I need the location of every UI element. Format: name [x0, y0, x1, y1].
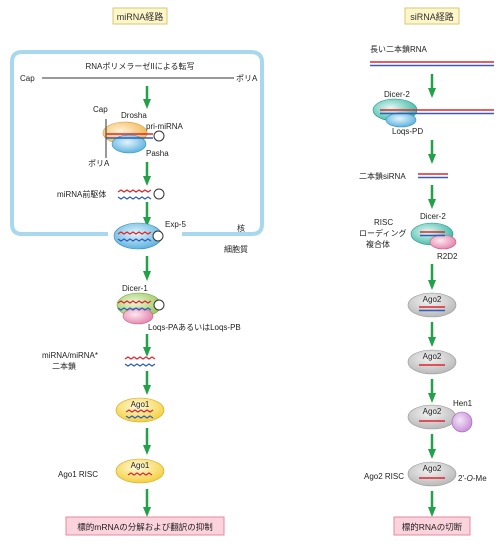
mirna-result-label: 標的mRNAの分解および翻訳の抑制 — [77, 522, 213, 532]
ago1-loaded-strand-red — [125, 409, 154, 413]
risc-loading-line2: ローディング — [359, 228, 406, 238]
exp5-label: Exp-5 — [165, 220, 186, 229]
sirna-result-box — [393, 516, 471, 536]
exp5-strand-blue — [117, 238, 152, 242]
loqs-protein — [122, 307, 154, 325]
mirna-header-box — [112, 7, 168, 25]
sirna-header: siRNA経路 — [410, 11, 454, 22]
sirna-result-label: 標的RNAの切断 — [402, 522, 463, 532]
ago1-risc-protein — [115, 458, 165, 484]
ago1-loaded-label: Ago1 — [131, 400, 150, 409]
mirna-result-box — [65, 516, 225, 536]
methylation-suffix: -Me — [473, 474, 487, 483]
pasha-protein — [111, 134, 147, 154]
loqs-pd-protein — [385, 112, 417, 128]
hairpin-loop — [153, 130, 165, 142]
ago1-loaded-strand-blue — [125, 415, 154, 419]
ago1-risc-protein-label: Ago1 — [131, 461, 150, 470]
ago2-risc-protein — [407, 461, 457, 487]
polya-label: ポリA — [236, 74, 258, 83]
pri-mirna-label: pri-miRNA — [146, 122, 184, 131]
ds-sirna-label: 二本鎖siRNA — [359, 171, 406, 181]
duplex-label-line1: miRNA/miRNA* — [42, 351, 98, 360]
exp5-loop — [152, 230, 164, 242]
r2d2-protein — [429, 234, 457, 250]
dicer1-strand-blue — [117, 307, 152, 311]
hen1-label: Hen1 — [453, 399, 473, 408]
nucleus-label: 核 — [237, 223, 245, 233]
ago1-risc-strand — [127, 472, 153, 476]
exp5-strand-red — [117, 231, 152, 235]
drosha-label: Drosha — [121, 111, 147, 120]
risc-loading-line1: RISC — [374, 218, 393, 227]
methylation-o: O — [467, 474, 473, 483]
loqs-label: Loqs-PAあるいはLoqs-PB — [148, 323, 241, 332]
pasha-label: Pasha — [146, 149, 169, 158]
duplex-strand-blue — [124, 363, 156, 367]
precursor-strand-blue — [117, 196, 152, 200]
hen1-protein — [451, 411, 473, 433]
cytoplasm-label: 細胞質 — [224, 244, 248, 254]
sirna-header-box — [404, 7, 460, 25]
precursor-loop — [153, 188, 165, 200]
r2d2-label: R2D2 — [437, 252, 458, 261]
dicer1-loop — [153, 299, 165, 311]
ago2-b-label: Ago2 — [423, 352, 442, 361]
transcription-label: RNAポリメラーゼIIによる転写 — [85, 61, 194, 71]
methylation-prefix: 2'- — [458, 474, 467, 483]
precursor-strand-red — [117, 189, 152, 193]
ago1-risc-label: Ago1 RISC — [58, 470, 98, 479]
dicer2-b-label: Dicer-2 — [420, 212, 446, 221]
loqs-pd-label: Loqs-PD — [392, 127, 423, 136]
ago2-risc-label: Ago2 RISC — [364, 472, 404, 481]
ago2-risc-protein-label: Ago2 — [423, 464, 442, 473]
dicer1-label: Dicer-1 — [122, 284, 148, 293]
ago2-b-protein — [407, 349, 457, 375]
ago2-c-label: Ago2 — [423, 407, 442, 416]
methylation-label: 2'-O-Me — [458, 474, 487, 483]
mirna-header: miRNA経路 — [117, 11, 164, 22]
duplex-strand-red — [124, 356, 156, 360]
polya2-label: ポリA — [88, 159, 110, 168]
duplex-label-line2: 二本鎖 — [52, 361, 76, 371]
nucleus-membrane — [10, 50, 264, 236]
precursor-label: miRNA前駆体 — [57, 189, 106, 199]
risc-loading-line3: 複合体 — [366, 239, 390, 249]
cap-label: Cap — [20, 74, 35, 83]
dicer2-label: Dicer-2 — [384, 90, 410, 99]
dicer1-strand-red — [117, 300, 152, 304]
ago2-a-label: Ago2 — [423, 295, 442, 304]
long-dsrna-label: 長い二本鎖RNA — [370, 44, 428, 54]
cap2-label: Cap — [93, 105, 108, 114]
